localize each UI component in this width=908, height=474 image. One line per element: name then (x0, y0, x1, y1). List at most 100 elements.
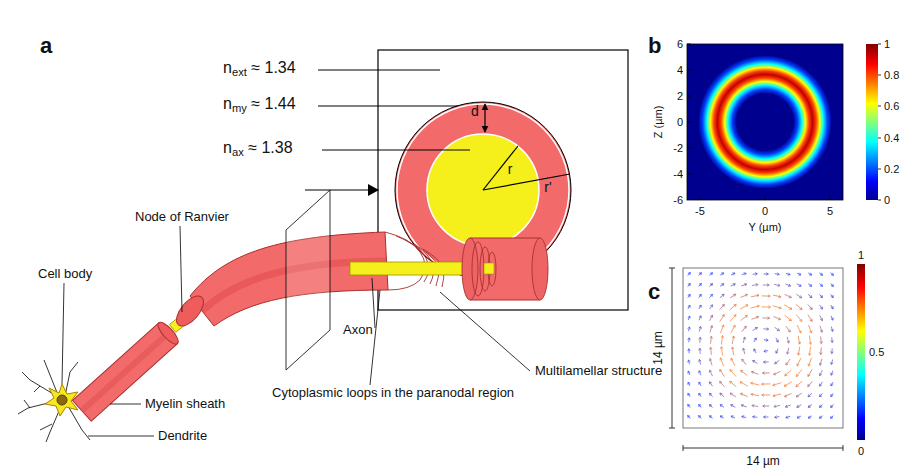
dimension-label: r' (543, 180, 552, 195)
field-arrow (776, 349, 778, 354)
part-name: Dendrite (158, 429, 207, 443)
field-arrow (688, 273, 691, 276)
field-arrow (784, 305, 792, 310)
field-arrow (808, 416, 811, 418)
field-arrow (709, 305, 712, 309)
panel-letter: a (40, 34, 52, 58)
field-arrow (808, 325, 812, 333)
field-arrow (731, 416, 735, 418)
tick-label: -6 (673, 194, 683, 206)
field-arrow (831, 273, 834, 276)
field-arrow (751, 316, 758, 319)
field-arrow (808, 370, 812, 377)
tick-label: -4 (673, 168, 683, 180)
field-arrow (808, 294, 812, 298)
field-arrow (831, 393, 833, 396)
field-arrow (808, 273, 811, 275)
field-arrow (809, 336, 812, 345)
field-arrow (819, 416, 822, 419)
field-arrow (796, 369, 802, 376)
tick-label: 0 (762, 205, 768, 217)
field-arrow (831, 305, 833, 309)
part-name: Axon (343, 323, 373, 337)
field-arrow (819, 393, 822, 396)
field-arrow (699, 273, 702, 276)
refractive-index: nmy ≈ 1.44 (223, 95, 296, 114)
field-arrow (820, 347, 823, 354)
intensity-map (687, 44, 881, 200)
field-arrow (808, 304, 812, 309)
field-arrow (753, 273, 758, 276)
field-arrow (741, 370, 748, 375)
field-arrow (785, 294, 792, 297)
field-arrow (786, 359, 790, 365)
field-arrow (831, 404, 834, 407)
field-arrow (776, 338, 778, 342)
dimension-label: d (470, 104, 480, 119)
field-arrow (731, 325, 735, 333)
field-arrow (797, 347, 800, 355)
field-arrow (774, 371, 781, 374)
field-arrow (699, 416, 702, 419)
field-arrow (764, 350, 768, 353)
colorbar-label: 0 (858, 445, 864, 457)
field-arrow (775, 416, 780, 419)
field-arrow (763, 405, 770, 408)
field-arrow (742, 416, 746, 419)
field-arrow (820, 305, 823, 309)
field-arrow (808, 315, 812, 322)
field-arrow (742, 359, 746, 365)
field-arrow (688, 360, 691, 364)
field-arrow (773, 383, 782, 386)
field-arrow (752, 405, 758, 408)
field-arrow (773, 316, 780, 319)
field-arrow (688, 393, 690, 396)
field-arrow (730, 315, 736, 322)
field-arrow (753, 361, 758, 364)
field-arrow (831, 294, 833, 297)
field-arrow (720, 393, 724, 397)
field-arrow (798, 336, 801, 344)
field-arrow (786, 348, 789, 354)
field-arrow (720, 325, 724, 333)
field-arrow (831, 416, 834, 419)
field-arrow (796, 304, 802, 309)
field-arrow (820, 382, 823, 386)
field-arrow (740, 393, 747, 396)
field-arrow (808, 393, 812, 397)
refractive-index: next ≈ 1.34 (223, 59, 296, 78)
field-arrow (797, 325, 801, 333)
field-arrow (773, 306, 782, 309)
field-arrow (699, 284, 702, 287)
field-arrow (762, 306, 771, 309)
colorbar-label: 0 (884, 194, 890, 206)
field-arrow (786, 273, 790, 276)
colorbar-label: 0.5 (869, 346, 884, 358)
tick-label: 0 (677, 116, 683, 128)
field-arrow (785, 405, 790, 408)
field-arrow (731, 273, 735, 275)
field-arrow (754, 349, 756, 353)
field-arrow (763, 328, 768, 331)
field-arrow (688, 349, 691, 353)
colorbar-label: 0.6 (884, 100, 899, 112)
field-arrow (699, 294, 702, 297)
field-arrow (709, 284, 712, 287)
field-arrow (831, 371, 833, 375)
field-arrow (699, 326, 702, 331)
field-arrow (786, 416, 790, 419)
field-arrow (721, 336, 724, 345)
field-arrow (775, 360, 780, 364)
colorbar-label: 0.2 (884, 163, 899, 175)
panel-letter: c (648, 280, 660, 304)
field-arrow (785, 393, 792, 397)
field-arrow (720, 304, 725, 309)
field-arrow (787, 337, 790, 343)
field-arrow (741, 284, 746, 286)
field-arrow (699, 405, 702, 408)
field-arrow (688, 283, 691, 286)
field-arrow (754, 338, 756, 342)
colorbar-label: 1 (858, 249, 864, 261)
field-arrow (796, 381, 802, 386)
